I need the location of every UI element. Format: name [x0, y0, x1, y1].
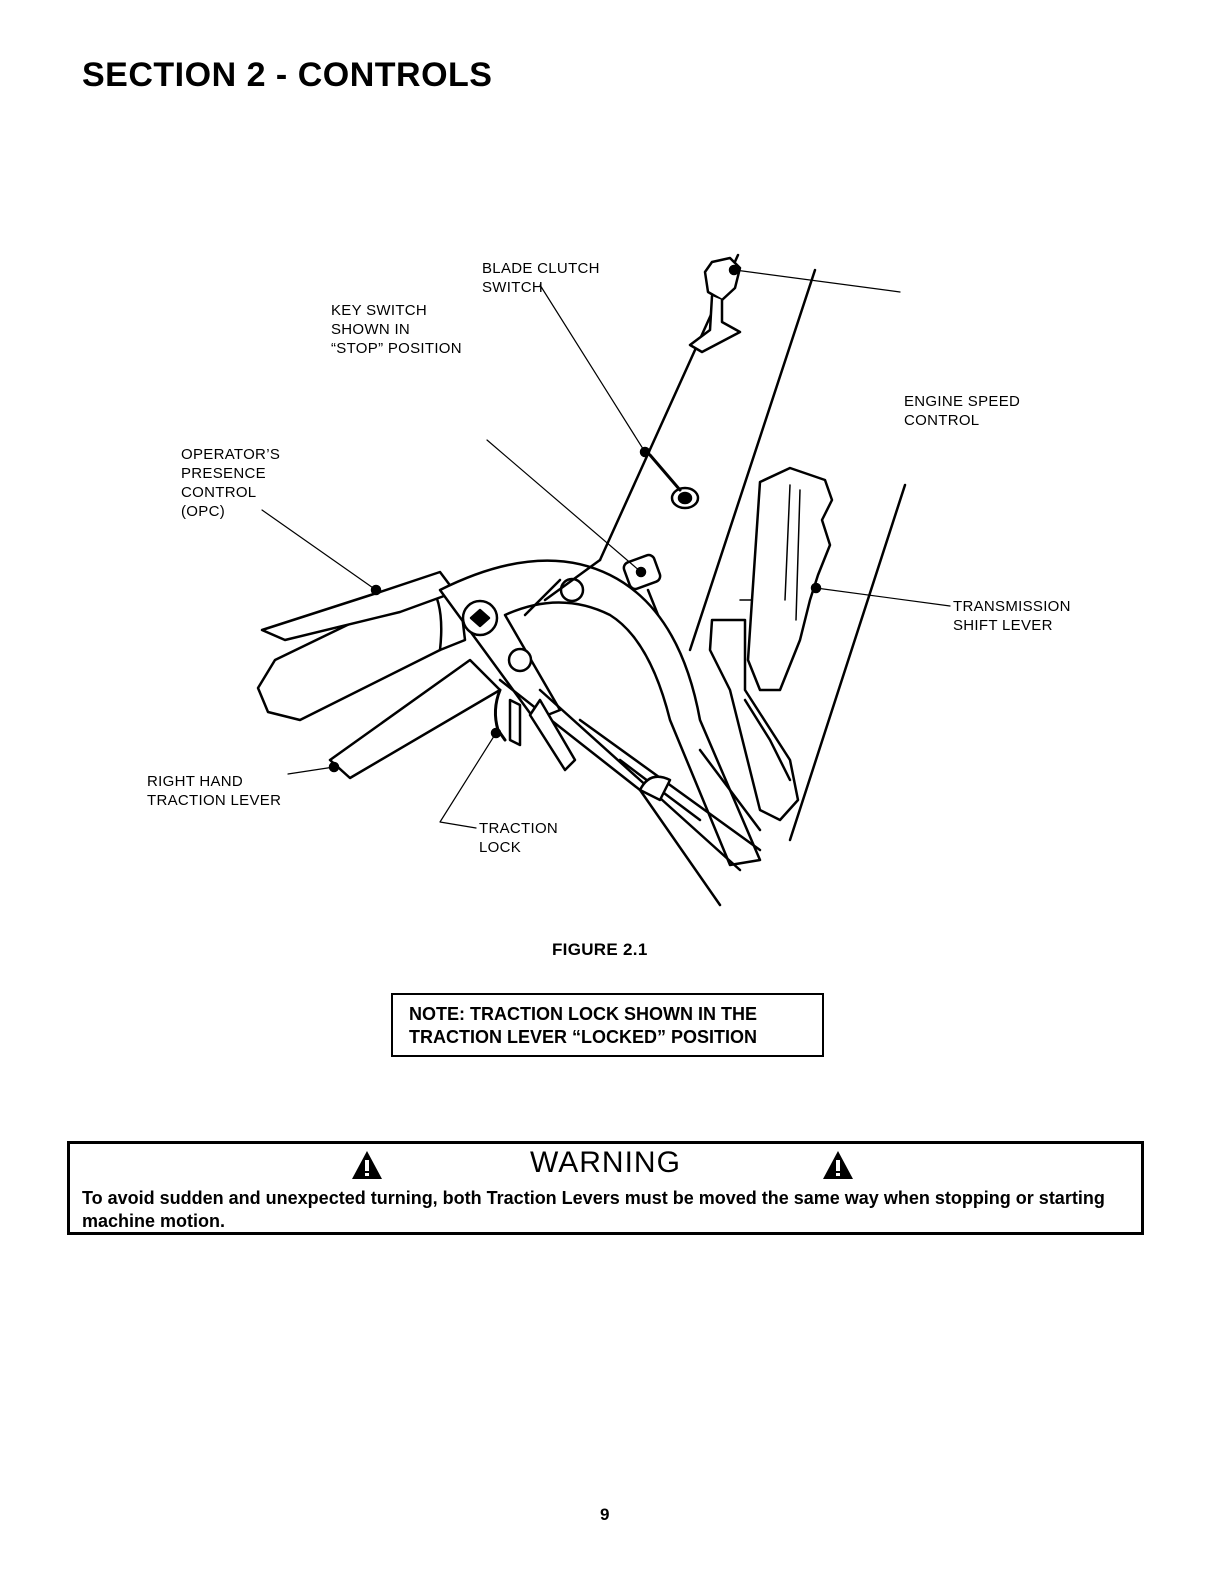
- callout-traction-lock: TRACTION LOCK: [479, 820, 559, 856]
- warning-box: WARNING To avoid sudden and unexpected t…: [67, 1141, 1144, 1235]
- figure-caption: FIGURE 2.1: [552, 940, 648, 959]
- controls-illustration: [256, 253, 951, 907]
- controls-figure: BLADE CLUTCH SWITCH KEY SWITCH SHOWN IN …: [0, 230, 1225, 930]
- warning-text: To avoid sudden and unexpected turning, …: [82, 1188, 1105, 1231]
- callout-transmission-shift-lever: TRANSMISSION SHIFT LEVER: [953, 598, 1071, 634]
- callout-key-switch: KEY SWITCH SHOWN IN “STOP” POSITION: [331, 302, 462, 357]
- callout-operator-presence-control: OPERATOR’S PRESENCE CONTROL (OPC): [181, 446, 281, 520]
- callout-engine-speed-control: ENGINE SPEED CONTROL: [904, 393, 1021, 429]
- warning-heading: WARNING: [530, 1146, 681, 1179]
- warning-triangle-icon: [823, 1151, 853, 1179]
- callout-right-hand-traction-lever: RIGHT HAND TRACTION LEVER: [147, 773, 282, 809]
- note-box: NOTE: TRACTION LOCK SHOWN IN THE TRACTIO…: [391, 993, 824, 1057]
- callout-blade-clutch-switch: BLADE CLUTCH SWITCH: [482, 260, 600, 296]
- warning-triangle-icon: [352, 1151, 382, 1179]
- section-title: SECTION 2 - CONTROLS: [82, 56, 493, 94]
- page-number: 9: [600, 1505, 610, 1524]
